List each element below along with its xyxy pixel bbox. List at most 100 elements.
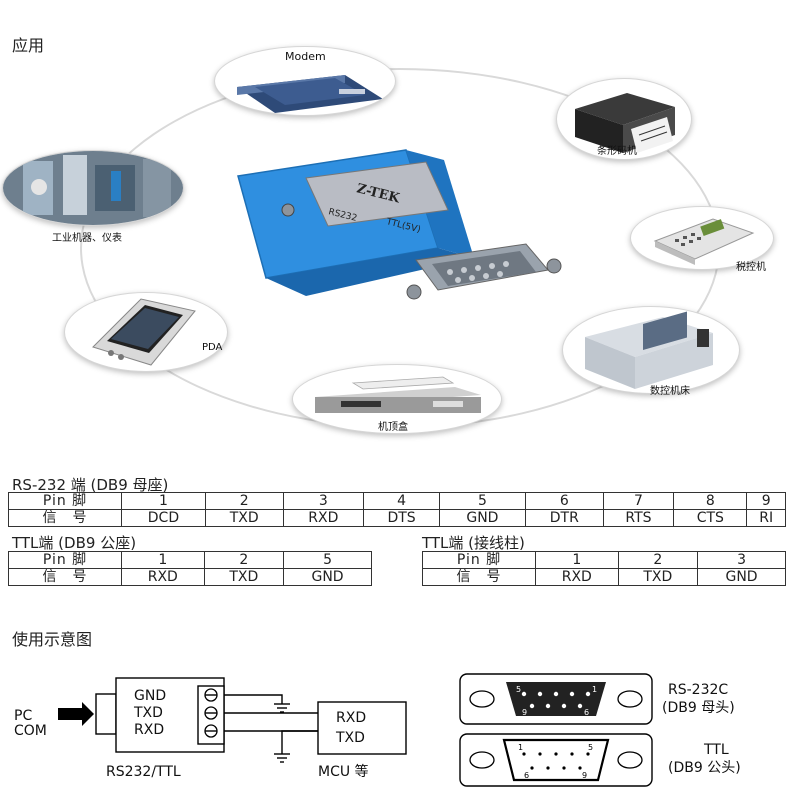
- industrial-machine-image: [3, 151, 183, 225]
- converter-txd-label: TXD: [133, 705, 163, 721]
- converter-label: RS232/TTL: [106, 764, 181, 780]
- table-cell: 信 号: [8, 509, 122, 527]
- table-cell: 信 号: [8, 568, 122, 586]
- section-title-usage: 使用示意图: [12, 630, 93, 649]
- device-label-cnc: 数控机床: [650, 386, 690, 397]
- table-cell: 信 号: [422, 568, 536, 586]
- table-cell: 5: [283, 551, 372, 569]
- table-cell: 3: [697, 551, 786, 569]
- table-cell: 5: [438, 492, 526, 510]
- device-label-barcode: 条形码机: [597, 146, 637, 157]
- pda-bubble: [64, 292, 228, 372]
- table-cell: GND: [438, 509, 526, 527]
- mcu-txd-label: TXD: [335, 730, 365, 746]
- table-cell: GND: [283, 568, 372, 586]
- gnd-wire: [224, 694, 283, 704]
- industrial-bubble: [2, 150, 184, 226]
- female-pin-label: 5: [516, 685, 521, 694]
- table-cell: 7: [602, 492, 675, 510]
- mcu-box: [317, 701, 407, 755]
- table-row: 信 号 RXD TXD GND: [8, 568, 372, 586]
- female-label-1: RS-232C: [668, 682, 728, 698]
- table-cell: DTR: [524, 509, 604, 527]
- section-title-application: 应用: [12, 36, 45, 55]
- table-cell: 1: [535, 551, 619, 569]
- rs232-ttl-adapter-image: Z-TEK RS232 TTL(5V): [237, 149, 562, 300]
- table-row: Pin 脚 1 2 5: [8, 551, 372, 569]
- tax-bubble: [630, 206, 774, 270]
- female-label-2: (DB9 母头): [662, 700, 735, 716]
- table-cell: GND: [697, 568, 786, 586]
- mcu-label: MCU 等: [318, 763, 369, 780]
- male-pin-label: 9: [582, 771, 587, 780]
- db9-plug-shape: [95, 693, 117, 735]
- tax-machine-image: [653, 218, 755, 265]
- ttl-db9-table-title: TTL端 (DB9 公座): [12, 534, 137, 552]
- converter-rxd-label: RXD: [134, 722, 164, 738]
- converter-gnd-label: GND: [134, 688, 166, 704]
- table-cell: RXD: [121, 568, 205, 586]
- table-cell: 2: [204, 492, 284, 510]
- table-cell: 4: [363, 492, 440, 510]
- table-row: Pin 脚 1 2 3 4 5 6 7 8 9: [8, 492, 786, 510]
- rs232-table-title: RS-232 端 (DB9 母座): [12, 476, 169, 494]
- table-cell: TXD: [617, 568, 699, 586]
- barcode-bubble: [556, 78, 692, 160]
- table-cell: CTS: [673, 509, 748, 527]
- table-row: 信 号 DCD TXD RXD DTS GND DTR RTS CTS RI: [8, 509, 786, 527]
- device-label-tax: 税控机: [736, 262, 766, 273]
- table-cell: 2: [617, 551, 699, 569]
- table-row: Pin 脚 1 2 3: [422, 551, 786, 569]
- male-pin-label: 1: [518, 743, 523, 752]
- table-cell: RXD: [282, 509, 365, 527]
- table-cell: 1: [121, 492, 206, 510]
- ttl-terminal-pin-table: Pin 脚 1 2 3 信 号 RXD TXD GND: [422, 551, 786, 586]
- table-cell: Pin 脚: [8, 551, 122, 569]
- table-cell: DCD: [121, 509, 206, 527]
- male-label-2: (DB9 公头): [668, 760, 741, 776]
- table-cell: TXD: [204, 509, 284, 527]
- mcu-rxd-label: RXD: [336, 710, 366, 726]
- mcu-gnd-wire: [281, 730, 318, 754]
- device-label-pda: PDA: [202, 342, 223, 353]
- table-cell: 6: [524, 492, 604, 510]
- barcode-printer-image: [575, 93, 675, 153]
- ttl-db9-pin-table: Pin 脚 1 2 5 信 号 RXD TXD GND: [8, 551, 372, 586]
- table-cell: RTS: [602, 509, 675, 527]
- table-cell: 3: [282, 492, 365, 510]
- input-arrow-icon: [58, 702, 94, 726]
- table-cell: Pin 脚: [8, 492, 122, 510]
- female-pin-label: 1: [592, 685, 597, 694]
- device-label-modem: Modem: [285, 50, 326, 63]
- wiring-diagram: PC COM GND TXD RXD RS232/TTL RXD TXD MCU…: [14, 677, 407, 780]
- table-cell: TXD: [203, 568, 285, 586]
- cnc-bubble: [562, 306, 740, 394]
- table-cell: 9: [746, 492, 786, 510]
- table-cell: DTS: [363, 509, 440, 527]
- ground-icon: [274, 753, 290, 763]
- rs232-pin-table: Pin 脚 1 2 3 4 5 6 7 8 9 信 号 DCD TXD RXD …: [8, 492, 786, 527]
- male-pin-label: 6: [524, 771, 529, 780]
- male-pin-label: 5: [588, 743, 593, 752]
- female-pin-label: 9: [522, 708, 527, 717]
- modem-bubble: [214, 46, 396, 116]
- device-label-settop: 机顶盒: [378, 422, 408, 433]
- table-cell: RI: [746, 509, 786, 527]
- table-cell: 2: [203, 551, 285, 569]
- table-cell: 1: [121, 551, 205, 569]
- modem-image: [237, 75, 383, 113]
- table-cell: 8: [673, 492, 748, 510]
- male-label-1: TTL: [703, 742, 729, 758]
- ttl-terminal-table-title: TTL端 (接线柱): [422, 534, 525, 552]
- table-row: 信 号 RXD TXD GND: [422, 568, 786, 586]
- table-cell: RXD: [535, 568, 619, 586]
- settop-box-image: [315, 376, 481, 413]
- device-label-industrial: 工业机器、仪表: [52, 233, 122, 244]
- settop-bubble: [292, 364, 502, 434]
- female-pin-label: 6: [584, 708, 589, 717]
- terminal-screw-icon: [204, 688, 218, 738]
- ground-icon: [274, 703, 290, 713]
- pc-label: PC: [14, 708, 32, 724]
- cnc-machine-image: [585, 311, 713, 389]
- com-label: COM: [14, 723, 47, 739]
